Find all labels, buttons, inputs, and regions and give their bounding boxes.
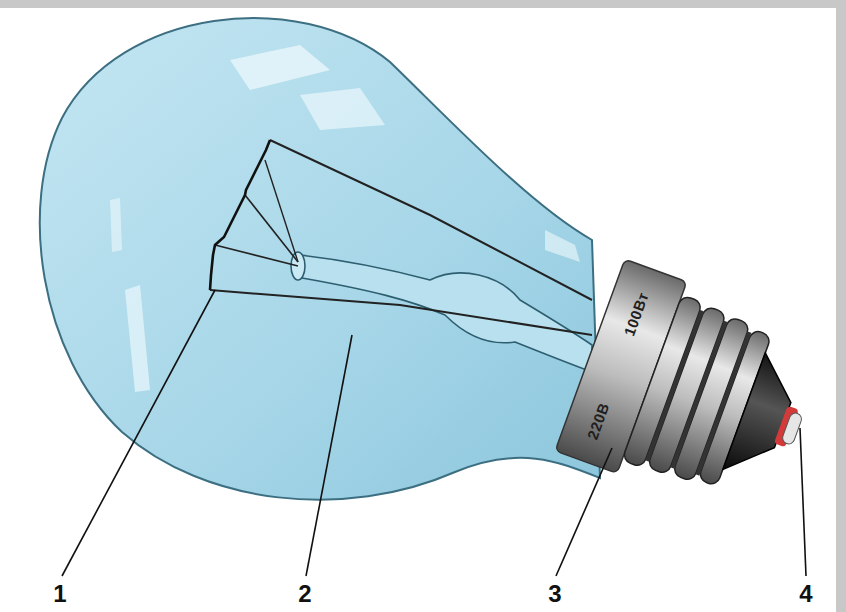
glass-stem [300,255,592,372]
highlight [300,88,385,130]
frame [836,0,846,612]
thread-groove [645,310,703,462]
highlight [230,45,330,90]
callout-number: 3 [548,582,561,606]
frame [0,0,846,8]
highlight [125,285,150,392]
callout-number: 1 [53,582,66,606]
support-wire [215,245,298,266]
screw-base [555,259,832,526]
leader-line [62,290,215,576]
leader-line [306,335,352,576]
highlight [110,198,122,252]
lead-wire [270,140,592,300]
support-wire [245,195,298,262]
insulator [723,353,804,484]
lead-wire [210,290,592,335]
thread-groove [670,321,727,469]
glass-bulb [40,18,600,500]
support-wire [265,160,298,262]
callout-number: 4 [799,582,812,606]
callout-number: 2 [298,582,311,606]
leader-line [800,428,806,576]
leader-line [556,448,612,576]
highlight [545,230,580,262]
filament [210,140,270,290]
